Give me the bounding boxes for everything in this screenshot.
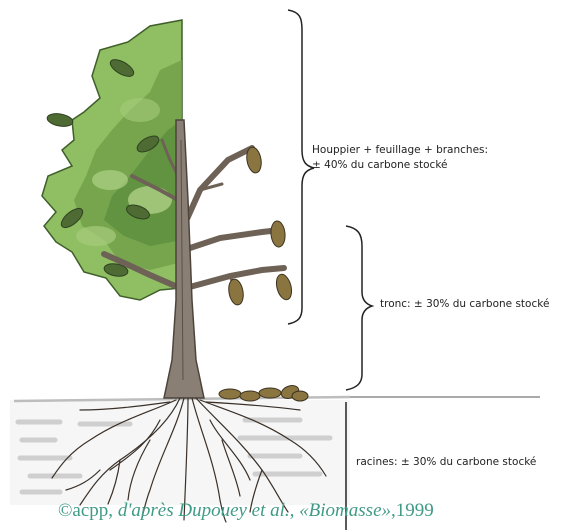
seed-pods — [227, 146, 294, 306]
trunk-label: tronc: ± 30% du carbone stocké — [380, 297, 549, 312]
bracket-crown — [288, 10, 314, 324]
credit-source: d'après Dupouey et al., «Biomasse» — [118, 500, 391, 521]
credit-prefix: ©acpp, — [58, 500, 118, 521]
credit-line: ©acpp, d'après Dupouey et al., «Biomasse… — [58, 500, 434, 522]
crown-label: Houppier + feuillage + branches: ± 40% d… — [312, 143, 488, 173]
crown-label-line1: Houppier + feuillage + branches: — [312, 143, 488, 158]
crown-label-line2: ± 40% du carbone stocké — [312, 158, 488, 173]
bracket-trunk — [346, 226, 372, 390]
soil-area — [10, 397, 540, 505]
roots-label: racines: ± 30% du carbone stocké — [356, 455, 536, 470]
credit-year: ,1999 — [391, 500, 434, 521]
